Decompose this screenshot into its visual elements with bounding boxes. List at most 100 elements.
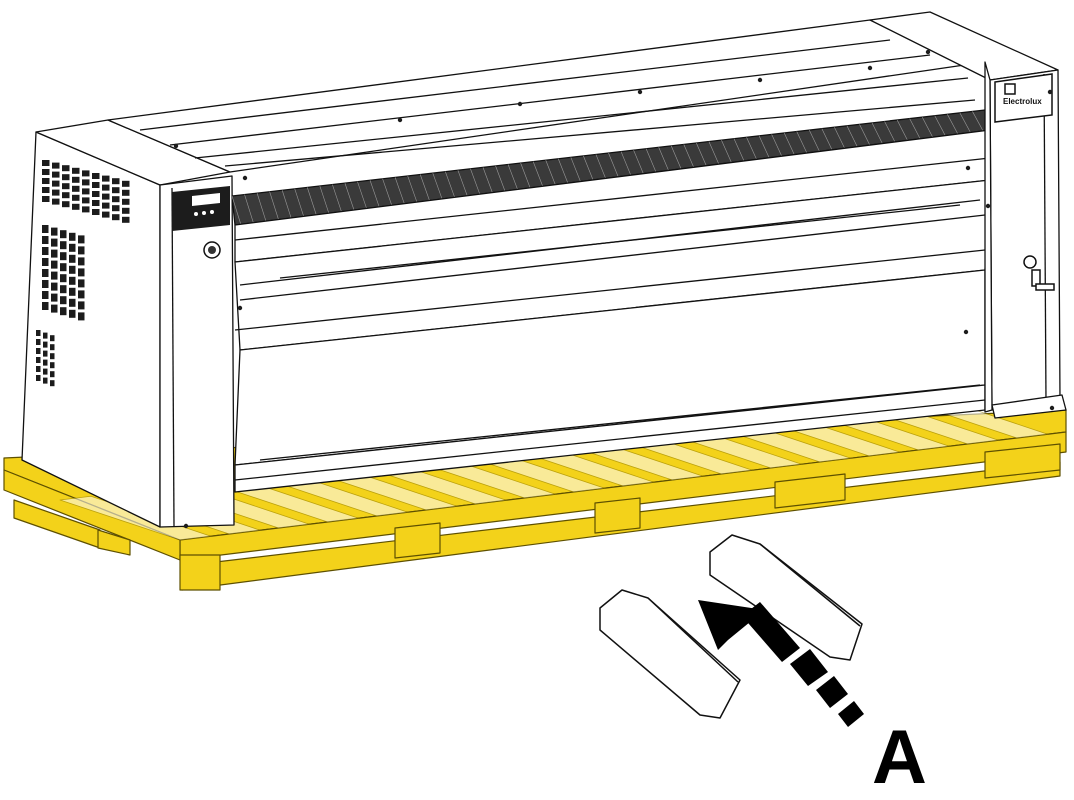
vent-slot [42, 236, 49, 244]
vent-slot [52, 180, 60, 187]
ironer-machine [21, 11, 1067, 528]
grille-line [470, 168, 481, 196]
grille-line [357, 181, 368, 210]
grille-line [407, 175, 418, 203]
vent-slot [69, 232, 76, 241]
vent-slot [51, 293, 58, 302]
vent-slot [42, 169, 50, 175]
vent-slot [42, 302, 49, 310]
vent-slot [42, 247, 49, 255]
grille-line [746, 137, 758, 161]
grille-line [959, 112, 972, 134]
vent-slot [52, 198, 60, 205]
vent-slot [82, 188, 90, 195]
grille-line [507, 164, 519, 191]
vent-slot [60, 241, 67, 250]
brand-text: Electrolux [1003, 97, 1042, 106]
right-housing-base [991, 394, 1067, 419]
direction-marker-label: A [872, 715, 927, 800]
vent-slot [51, 260, 58, 269]
grille-line [846, 125, 858, 148]
vent-slot [82, 197, 90, 204]
grille-line [947, 114, 959, 135]
vent-slot [42, 258, 49, 266]
grille-line [432, 172, 443, 200]
vent-slot [78, 312, 85, 321]
vent-slot [112, 178, 120, 185]
screw [965, 165, 971, 171]
right-housing-side [984, 61, 993, 413]
vent-slot [122, 216, 130, 223]
vent-slot [36, 348, 41, 354]
grille-line [620, 151, 632, 177]
grille-line [419, 174, 431, 202]
grille-line [972, 111, 984, 132]
pallet-block [97, 529, 131, 556]
vent-slot [36, 366, 41, 372]
pallet-block [179, 554, 221, 591]
vent-slot [78, 279, 85, 288]
vent-slot [52, 189, 60, 196]
vent-slot [42, 225, 49, 233]
grille-line [294, 188, 305, 218]
vent-slot [43, 332, 48, 339]
vent-slot [78, 268, 85, 277]
grille-line [921, 117, 934, 139]
vent-slot [36, 375, 41, 381]
grille-line [683, 144, 695, 169]
vent-slot [36, 357, 41, 363]
crank-handle [1023, 255, 1055, 291]
vent-slot [51, 271, 58, 280]
screw [867, 65, 873, 71]
arrow-shaft-segment [816, 676, 848, 708]
vent-slot [50, 344, 55, 351]
emergency-stop [203, 241, 221, 259]
screw [183, 523, 189, 529]
grille-line [307, 187, 317, 216]
pallet-block [984, 443, 1061, 479]
fork-tine-right [709, 534, 863, 661]
screw [985, 203, 991, 209]
grille-line [909, 118, 921, 140]
arrow-shaft-segment [742, 602, 800, 662]
grille-pattern [231, 111, 984, 226]
vent-slot [42, 160, 50, 166]
grille-line [281, 190, 292, 219]
screw [1049, 405, 1055, 411]
pallet-slat-gap [59, 495, 212, 541]
vent-slot [60, 252, 67, 261]
vent-slot [62, 174, 70, 181]
vent-slot [102, 193, 110, 200]
vent-slot [72, 167, 80, 174]
grille-line [871, 122, 884, 145]
vent-slot [72, 176, 80, 183]
vent-slot [62, 192, 70, 199]
screw [242, 175, 248, 181]
grille-line [633, 150, 644, 175]
grille-line [244, 194, 254, 224]
grille-line [482, 167, 493, 194]
grille-line [382, 178, 393, 207]
grille-line [733, 138, 745, 162]
screw [637, 89, 643, 95]
panel-button [202, 211, 206, 215]
grille-line [457, 170, 468, 197]
vent-slot [43, 350, 48, 357]
vent-slot [50, 362, 55, 369]
vent-slot [60, 263, 67, 272]
grille-line [721, 139, 733, 164]
vent-slot [78, 235, 85, 244]
grille-line [809, 129, 821, 153]
vent-slot [78, 301, 85, 310]
vent-slot [69, 254, 76, 263]
screw [237, 305, 243, 311]
screw [1047, 89, 1053, 95]
vent-slot [92, 173, 100, 179]
grille-line [319, 185, 330, 215]
vent-slot [102, 175, 110, 182]
screw [173, 143, 179, 149]
screw [963, 329, 969, 335]
vent-slot [51, 238, 58, 247]
vent-slot [42, 291, 49, 299]
grille-line [583, 155, 594, 181]
